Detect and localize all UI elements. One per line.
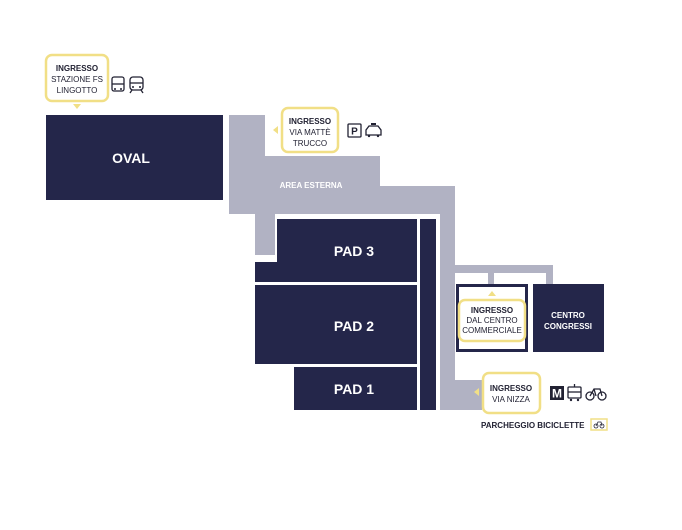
hall-oval-label: OVAL — [112, 150, 150, 166]
bicycle-icon — [585, 388, 607, 401]
centro-label-line2: CONGRESSI — [544, 322, 592, 331]
hall-pad3[interactable]: PAD 3 — [255, 219, 417, 282]
entrance-nizza-title: INGRESSO — [490, 384, 532, 393]
entrance-stazione[interactable]: INGRESSO STAZIONE FS LINGOTTO — [44, 53, 110, 109]
entrance-matte-arrow — [273, 126, 278, 134]
outdoor-area — [229, 115, 553, 410]
entrance-centro-arrow — [488, 291, 496, 296]
legend-bike-parking-label: PARCHEGGIO BICICLETTE — [481, 421, 585, 430]
svg-text:M: M — [552, 387, 562, 401]
entrance-stazione-arrow — [73, 104, 81, 109]
metro-icon: M — [550, 386, 564, 401]
entrance-nizza[interactable]: INGRESSO VIA NIZZA — [474, 371, 542, 415]
hall-pad1-label: PAD 1 — [334, 381, 374, 397]
entrance-nizza-arrow — [474, 388, 479, 396]
hall-pad1[interactable]: PAD 1 — [294, 367, 417, 410]
entrance-nizza-line1: VIA NIZZA — [492, 395, 530, 404]
entrance-matte-line2: TRUCCO — [293, 139, 327, 148]
tram-icon — [567, 384, 582, 402]
entrance-centro-line2: COMMERCIALE — [462, 326, 522, 335]
svg-text:P: P — [351, 127, 358, 138]
area-esterna-label: AREA ESTERNA — [280, 181, 343, 190]
train-icon — [129, 76, 144, 94]
parking-icon: P — [347, 123, 362, 138]
entrance-centro-commerciale[interactable]: INGRESSO DAL CENTRO COMMERCIALE — [457, 291, 527, 343]
entrance-stazione-title: INGRESSO — [56, 64, 98, 73]
hall-centro-congressi[interactable]: CENTRO CONGRESSI — [533, 284, 604, 352]
hall-pad2[interactable]: PAD 2 — [255, 285, 417, 364]
entrance-stazione-line2: LINGOTTO — [57, 86, 98, 95]
entrance-stazione-line1: STAZIONE FS — [51, 75, 103, 84]
entrance-matte-title: INGRESSO — [289, 117, 331, 126]
hall-pad2-label: PAD 2 — [334, 318, 374, 334]
bus-icon — [111, 76, 125, 92]
hall-corridor — [420, 219, 436, 410]
entrance-centro-line1: DAL CENTRO — [466, 316, 517, 325]
hall-pad3-label: PAD 3 — [334, 243, 374, 259]
entrance-centro-title: INGRESSO — [471, 306, 513, 315]
hall-oval[interactable]: OVAL — [46, 115, 223, 200]
taxi-icon — [365, 123, 382, 138]
entrance-matte-line1: VIA MATTÈ — [289, 128, 330, 137]
centro-label-line1: CENTRO — [551, 311, 585, 320]
entrance-matte[interactable]: INGRESSO VIA MATTÈ TRUCCO — [273, 106, 340, 154]
bike-parking-icon — [590, 418, 608, 431]
